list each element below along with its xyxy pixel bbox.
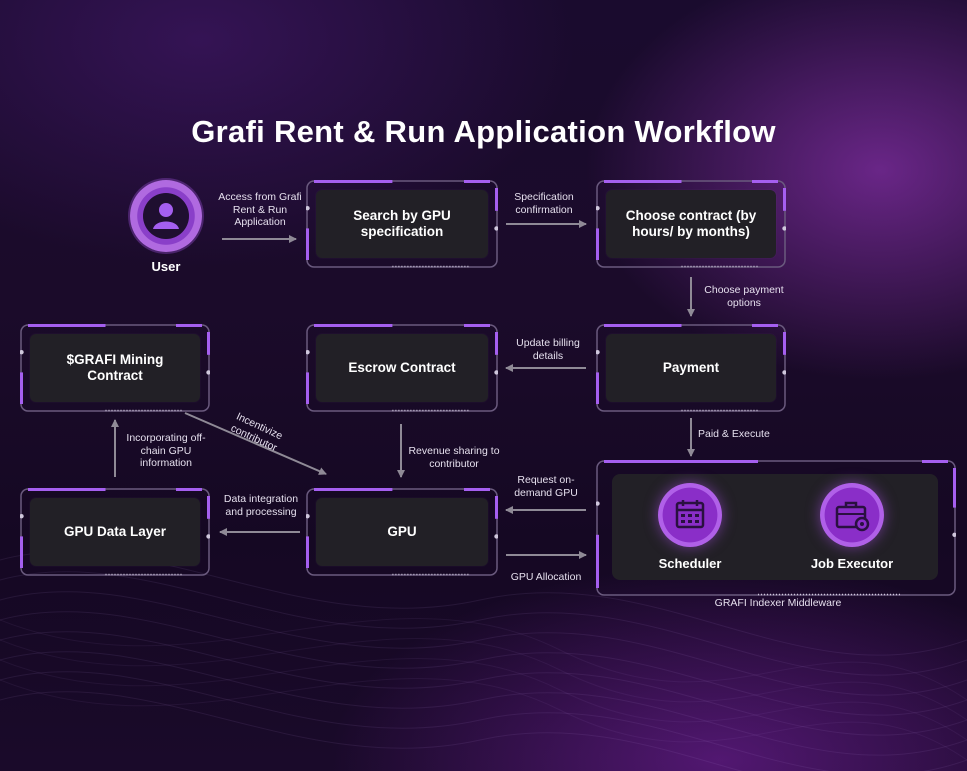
label-gpu-allocation: GPU Allocation [510, 571, 582, 583]
mining-box: $GRAFI Mining Contract [30, 334, 200, 402]
search-box: Search by GPU specification [316, 190, 488, 258]
label-choose-payment: Choose payment options [704, 284, 784, 309]
node-mining-contract: $GRAFI Mining Contract [20, 324, 210, 412]
middleware-frame [596, 460, 956, 596]
node-frame [306, 180, 498, 268]
label-data-integration: Data integration and processing [223, 493, 299, 518]
node-gpu-data-layer: GPU Data Layer [20, 488, 210, 576]
calendar-icon [658, 483, 722, 547]
label-access: Access from Grafi Rent & Run Application [218, 191, 302, 228]
node-frame [596, 324, 786, 412]
label-paid-execute: Paid & Execute [698, 428, 770, 440]
node-frame [306, 324, 498, 412]
label-revenue-sharing: Revenue sharing to contributor [408, 445, 500, 470]
node-payment: Payment [596, 324, 786, 412]
node-search: Search by GPU specification [306, 180, 498, 268]
briefcase-gear-icon [820, 483, 884, 547]
job-executor-label: Job Executor [810, 556, 894, 571]
node-middleware [596, 460, 956, 596]
node-frame [306, 488, 498, 576]
label-update-billing: Update billing details [516, 337, 580, 362]
node-frame [20, 324, 210, 412]
gpu-box: GPU [316, 498, 488, 566]
label-incorporating: Incorporating off-chain GPU information [126, 432, 206, 469]
escrow-box: Escrow Contract [316, 334, 488, 402]
scheduler-label: Scheduler [658, 556, 722, 571]
label-spec-confirm: Specification confirmation [514, 191, 574, 216]
label-request-gpu: Request on-demand GPU [514, 474, 578, 499]
user-icon [130, 180, 202, 252]
data-layer-box: GPU Data Layer [30, 498, 200, 566]
arrow-mining-to-gpu [184, 412, 327, 475]
node-frame [596, 180, 786, 268]
node-escrow-contract: Escrow Contract [306, 324, 498, 412]
node-choose-contract: Choose contract (by hours/ by months) [596, 180, 786, 268]
node-frame [20, 488, 210, 576]
user-label: User [151, 259, 181, 274]
page-title: Grafi Rent & Run Application Workflow [191, 114, 776, 149]
choose-contract-box: Choose contract (by hours/ by months) [606, 190, 776, 258]
node-gpu: GPU [306, 488, 498, 576]
middleware-label: GRAFI Indexer Middleware [714, 597, 842, 609]
payment-box: Payment [606, 334, 776, 402]
